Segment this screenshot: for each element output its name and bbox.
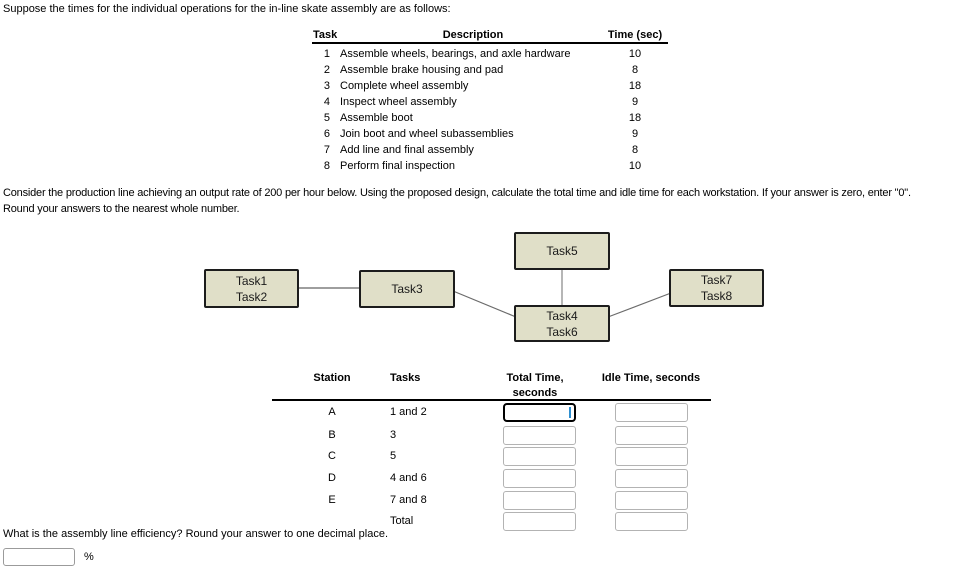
task-time: 8: [631, 64, 639, 76]
diagram-box-station-d: Task4 Task6: [514, 305, 610, 342]
task-number: 2: [323, 64, 330, 76]
idle-time-input-c[interactable]: [615, 447, 688, 466]
station-label: A: [328, 406, 336, 418]
table-row: B 3: [272, 426, 711, 445]
idle-time-input-d[interactable]: [615, 469, 688, 488]
connector-d-to-e: [607, 292, 672, 318]
table-row: 8 Perform final inspection 10: [312, 158, 668, 174]
task-number: 6: [323, 128, 330, 140]
task-time: 9: [631, 96, 639, 108]
station-label: B: [328, 429, 336, 441]
task-description: Inspect wheel assembly: [340, 96, 457, 108]
station-answer-table: Station Tasks Total Time, seconds Idle T…: [272, 368, 711, 538]
task-description: Assemble brake housing and pad: [340, 64, 504, 76]
diagram-box-station-e: Task7 Task8: [669, 269, 764, 307]
instructions-paragraph: Consider the production line achieving a…: [3, 185, 911, 217]
table-row: 3 Complete wheel assembly 18: [312, 78, 668, 94]
task-table-header-time: Time (sec): [607, 29, 663, 41]
diagram-box-station-c: Task5: [514, 232, 610, 270]
efficiency-question-text: What is the assembly line efficiency? Ro…: [3, 528, 388, 540]
task-description: Assemble boot: [340, 112, 413, 124]
text-caret: [569, 407, 571, 418]
diagram-box-label: Task1: [235, 273, 268, 288]
diagram-box-label: Task6: [546, 324, 578, 339]
task-number: 4: [323, 96, 330, 108]
table-row: 7 Add line and final assembly 8: [312, 142, 668, 158]
task-time: 18: [628, 80, 642, 92]
table-row: D 4 and 6: [272, 469, 711, 488]
percent-sign: %: [84, 551, 94, 563]
intro-text: Suppose the times for the individual ope…: [3, 3, 451, 15]
diagram-box-station-b: Task3: [359, 270, 455, 308]
station-tasks: 5: [390, 450, 397, 462]
task-description: Complete wheel assembly: [340, 80, 469, 92]
connector-b-to-d: [452, 290, 517, 318]
total-time-input-e[interactable]: [503, 491, 576, 510]
task-table-rows: 1 Assemble wheels, bearings, and axle ha…: [312, 46, 668, 174]
station-table-header-total-time-line2: seconds: [512, 387, 558, 399]
station-table-header-rule: [272, 399, 711, 401]
task-time: 10: [628, 48, 642, 60]
idle-time-input-total[interactable]: [615, 512, 688, 531]
table-row: 2 Assemble brake housing and pad 8: [312, 62, 668, 78]
station-label: D: [328, 472, 336, 484]
station-tasks: 3: [390, 429, 397, 441]
table-row: 4 Inspect wheel assembly 9: [312, 94, 668, 110]
task-table-header-task: Task: [313, 29, 338, 41]
task-time: 9: [631, 128, 639, 140]
efficiency-input[interactable]: [3, 548, 75, 566]
station-tasks: 7 and 8: [390, 494, 427, 506]
task-table-header-description: Description: [442, 29, 504, 41]
diagram-box-label: Task3: [391, 282, 423, 296]
station-label: C: [328, 450, 336, 462]
task-number: 5: [323, 112, 330, 124]
instructions-line-2: Round your answers to the nearest whole …: [3, 203, 240, 215]
table-row: Total: [272, 512, 711, 531]
table-row: 5 Assemble boot 18: [312, 110, 668, 126]
station-tasks: Total: [390, 515, 414, 527]
table-row: 6 Join boot and wheel subassemblies 9: [312, 126, 668, 142]
table-row: C 5: [272, 447, 711, 466]
station-table-header-total-time: Total Time, seconds: [468, 371, 602, 401]
diagram-box-label: Task8: [700, 289, 733, 303]
total-time-input-a[interactable]: [503, 403, 576, 422]
station-label: E: [328, 494, 336, 506]
task-number: 8: [323, 160, 330, 172]
task-number: 1: [323, 48, 330, 60]
task-description: Join boot and wheel subassemblies: [340, 128, 514, 140]
total-time-input-b[interactable]: [503, 426, 576, 445]
total-time-input-wrap: [503, 403, 576, 422]
diagram-box-station-a: Task1 Task2: [204, 269, 299, 308]
total-time-input-total[interactable]: [503, 512, 576, 531]
diagram-box-label: Task5: [546, 244, 578, 258]
total-time-input-d[interactable]: [503, 469, 576, 488]
task-time: 10: [628, 160, 642, 172]
task-number: 7: [323, 144, 330, 156]
table-row: A 1 and 2: [272, 403, 711, 422]
station-table-header-station: Station: [313, 372, 351, 384]
diagram-box-label: Task7: [700, 273, 733, 287]
station-tasks: 4 and 6: [390, 472, 427, 484]
idle-time-input-b[interactable]: [615, 426, 688, 445]
instructions-line-1: Consider the production line achieving a…: [3, 187, 911, 199]
task-description: Assemble wheels, bearings, and axle hard…: [340, 48, 571, 60]
task-description: Add line and final assembly: [340, 144, 474, 156]
station-table-header-total-time-line1: Total Time,: [506, 372, 564, 384]
task-number: 3: [323, 80, 330, 92]
task-table-header-rule: [312, 42, 668, 44]
table-row: E 7 and 8: [272, 491, 711, 510]
station-table-header-idle-time: Idle Time, seconds: [601, 372, 701, 384]
station-table-header-tasks: Tasks: [390, 372, 421, 384]
idle-time-input-a[interactable]: [615, 403, 688, 422]
task-time: 8: [631, 144, 639, 156]
task-description: Perform final inspection: [340, 160, 455, 172]
idle-time-input-e[interactable]: [615, 491, 688, 510]
diagram-box-label: Task2: [235, 289, 268, 304]
total-time-input-c[interactable]: [503, 447, 576, 466]
task-time: 18: [628, 112, 642, 124]
table-row: 1 Assemble wheels, bearings, and axle ha…: [312, 46, 668, 62]
diagram-box-label: Task4: [546, 308, 578, 323]
station-tasks: 1 and 2: [390, 406, 427, 418]
